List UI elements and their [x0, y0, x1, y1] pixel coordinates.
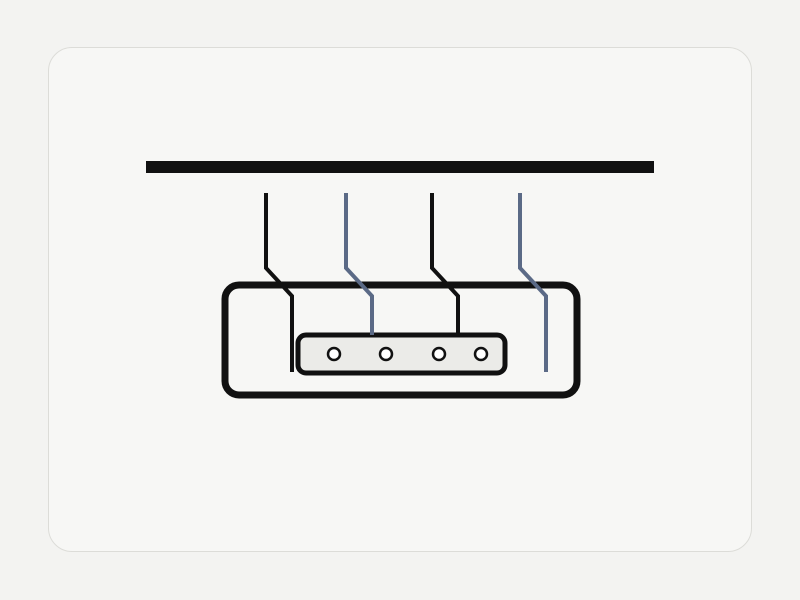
wire-2 — [344, 193, 374, 335]
busbar-icon — [146, 161, 654, 173]
terminal-block-icon — [295, 332, 508, 376]
wire-4 — [518, 193, 548, 372]
screw-hole-icon — [431, 346, 447, 362]
screw-hole-icon — [378, 346, 394, 362]
screw-hole-icon — [326, 346, 342, 362]
wire-1 — [264, 193, 294, 372]
screw-hole-icon — [473, 346, 489, 362]
diagram-card — [48, 47, 752, 552]
breaker-enclosure-icon — [221, 281, 581, 399]
wire-3 — [430, 193, 460, 335]
